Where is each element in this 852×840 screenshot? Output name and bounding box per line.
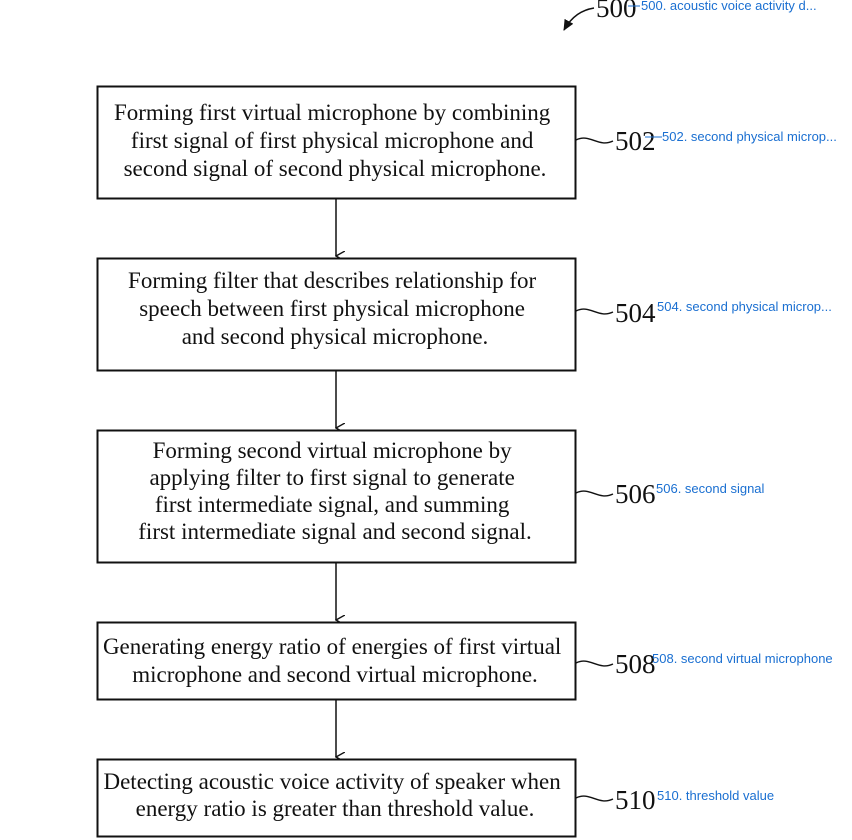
step-text-line: Forming second virtual microphone by xyxy=(153,438,512,463)
step-ref-number: 502 xyxy=(615,126,656,156)
step-text-line: second signal of second physical microph… xyxy=(124,156,547,181)
step-text-line: first intermediate signal and second sig… xyxy=(138,519,531,544)
step-ref-number: 508 xyxy=(615,649,656,679)
step-510: Detecting acoustic voice activity of spe… xyxy=(96,758,656,838)
leader-line xyxy=(575,795,614,802)
step-box xyxy=(96,429,577,564)
step-text-line: applying filter to first signal to gener… xyxy=(149,465,514,490)
step-text-line: Detecting acoustic voice activity of spe… xyxy=(103,769,561,794)
step-ref-number: 506 xyxy=(615,479,656,509)
step-text-line: microphone and second virtual microphone… xyxy=(132,662,538,687)
step-box xyxy=(96,85,577,200)
step-502: Forming first virtual microphone by comb… xyxy=(96,85,656,200)
annotation-510[interactable]: 510. threshold value xyxy=(657,788,775,803)
step-box xyxy=(96,758,577,838)
step-text-line: first intermediate signal, and summing xyxy=(155,492,510,517)
step-text-line: first signal of first physical microphon… xyxy=(131,128,534,153)
leader-line xyxy=(575,660,614,667)
leader-line xyxy=(575,137,614,144)
step-box xyxy=(96,621,577,701)
leader-line xyxy=(575,308,614,315)
annotation-506[interactable]: 506. second signal xyxy=(656,481,765,496)
step-506: Forming second virtual microphone by app… xyxy=(96,429,656,564)
figure-label: 500 xyxy=(596,0,637,23)
step-text: Forming second virtual microphone by app… xyxy=(138,438,531,544)
step-text: Detecting acoustic voice activity of spe… xyxy=(103,769,566,821)
figure-label-group: 500 xyxy=(563,0,637,31)
step-text-line: Forming filter that describes relationsh… xyxy=(128,268,536,293)
step-text-line: Forming first virtual microphone by comb… xyxy=(114,100,551,125)
step-ref-number: 504 xyxy=(615,298,656,328)
annotation-500[interactable]: 500. acoustic voice activity d... xyxy=(641,0,817,13)
annotation-502[interactable]: 502. second physical microp... xyxy=(662,129,837,144)
step-508: Generating energy ratio of energies of f… xyxy=(96,621,656,701)
step-text-line: Generating energy ratio of energies of f… xyxy=(103,634,561,659)
step-text-line: and second physical microphone. xyxy=(182,324,489,349)
figure-pointer-arrow xyxy=(563,7,595,31)
step-box xyxy=(96,257,577,372)
leader-line xyxy=(575,490,614,497)
step-ref-number: 510 xyxy=(615,785,656,815)
step-text-line: energy ratio is greater than threshold v… xyxy=(136,796,535,821)
step-text: Forming first virtual microphone by comb… xyxy=(114,100,556,181)
step-504: Forming filter that describes relationsh… xyxy=(96,257,656,372)
step-text: Generating energy ratio of energies of f… xyxy=(103,634,567,687)
step-text-line: speech between first physical microphone xyxy=(139,296,525,321)
annotation-508[interactable]: 508. second virtual microphone xyxy=(652,651,833,666)
annotation-504[interactable]: 504. second physical microp... xyxy=(657,299,832,314)
step-text: Forming filter that describes relationsh… xyxy=(128,268,542,349)
